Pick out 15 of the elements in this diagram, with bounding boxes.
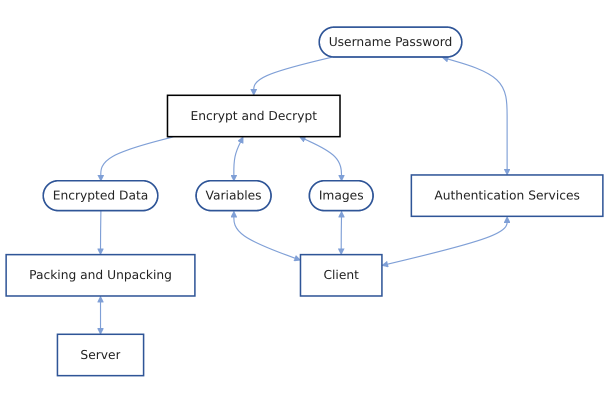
arrow xyxy=(382,216,510,268)
arrow xyxy=(338,211,345,256)
arrow xyxy=(97,296,104,335)
node-box: Client xyxy=(300,254,383,297)
node-box: Authentication Services xyxy=(410,174,604,218)
node-box: Encrypt and Decrypt xyxy=(166,94,341,138)
node-box: Packing and Unpacking xyxy=(5,254,196,297)
arrow xyxy=(299,136,345,182)
arrow xyxy=(442,56,510,176)
arrow xyxy=(97,136,174,182)
arrow xyxy=(230,136,244,182)
arrow xyxy=(250,56,332,96)
node-box: Server xyxy=(56,334,144,377)
arrow xyxy=(97,211,104,256)
arrow xyxy=(230,211,301,262)
